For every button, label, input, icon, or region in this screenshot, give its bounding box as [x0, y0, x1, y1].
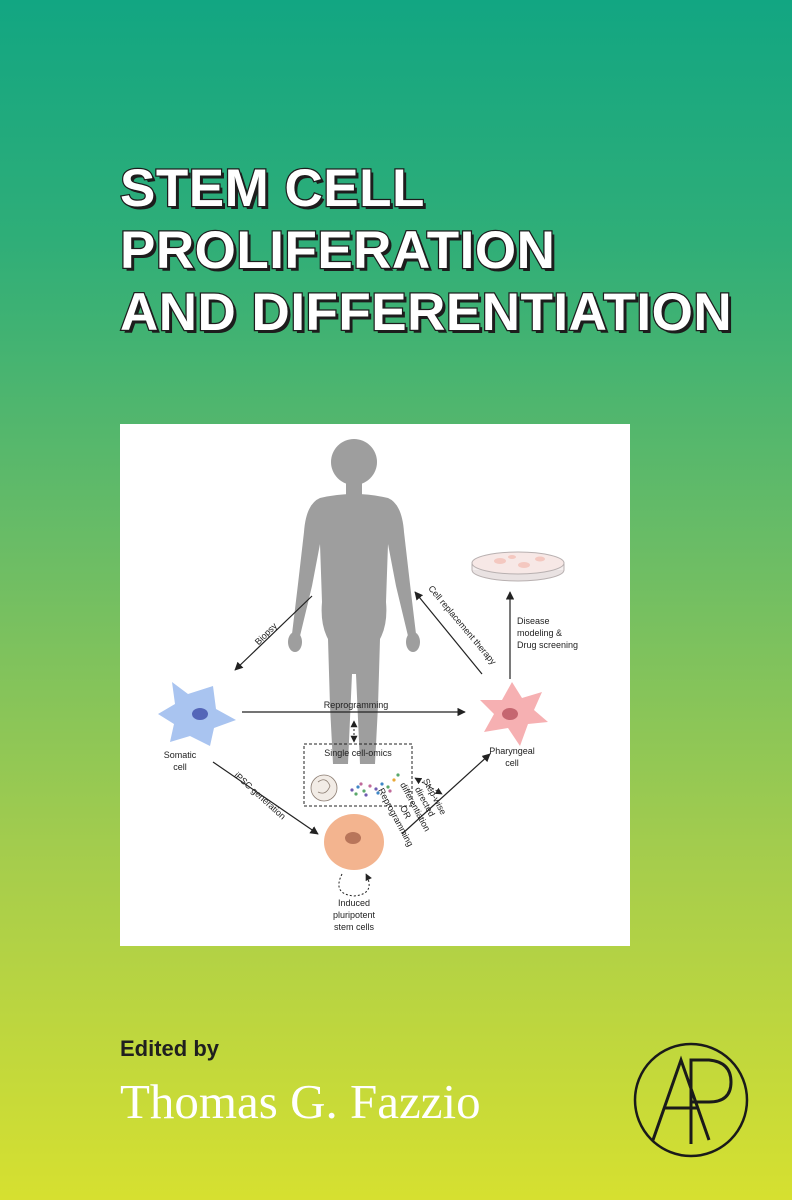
- disease-modeling-label-1: Disease: [517, 616, 550, 626]
- somatic-cell-label-2: cell: [173, 762, 187, 772]
- editor-name: Thomas G. Fazzio: [120, 1074, 481, 1129]
- book-title: STEM CELL PROLIFERATION AND DIFFERENTIAT…: [119, 158, 760, 344]
- somatic-cell-label-1: Somatic: [164, 750, 197, 760]
- publisher-logo-icon: [633, 1042, 749, 1158]
- petri-dish-icon: [471, 551, 565, 582]
- pharyngeal-cell-label-1: Pharyngeal: [489, 746, 535, 756]
- embryo-icon: [310, 774, 338, 802]
- ipsc-label-3: stem cells: [334, 922, 375, 932]
- biopsy-label: Biopsy: [253, 620, 280, 647]
- pharyngeal-cell-label-2: cell: [505, 758, 519, 768]
- edited-by-label: Edited by: [120, 1036, 220, 1061]
- ipsc-label-2: pluripotent: [333, 910, 376, 920]
- reprogramming-label: Reprogramming: [324, 700, 389, 710]
- cell-replacement-label: Cell replacement therapy: [426, 584, 498, 667]
- somatic-cell-icon: [158, 682, 236, 746]
- disease-modeling-label-2: modeling &: [517, 628, 562, 638]
- human-body-icon: [288, 439, 420, 764]
- stem-cell-diagram: Biopsy Cell replacement therapy Disease …: [158, 439, 578, 932]
- ipsc-generation-label: iPSC generation: [232, 770, 287, 821]
- disease-modeling-label-3: Drug screening: [517, 640, 578, 650]
- cover-figure: Biopsy Cell replacement therapy Disease …: [120, 424, 630, 946]
- title-line-1: STEM CELL: [119, 158, 426, 220]
- omics-cluster-icon: [350, 773, 400, 797]
- pharyngeal-cell-icon: [480, 682, 548, 746]
- single-cell-omics-label: Single cell-omics: [324, 748, 392, 758]
- ipsc-icon: [324, 814, 384, 870]
- title-line-3: AND DIFFERENTIATION: [119, 282, 733, 344]
- title-line-2: PROLIFERATION: [119, 220, 556, 282]
- ipsc-label-1: Induced: [338, 898, 370, 908]
